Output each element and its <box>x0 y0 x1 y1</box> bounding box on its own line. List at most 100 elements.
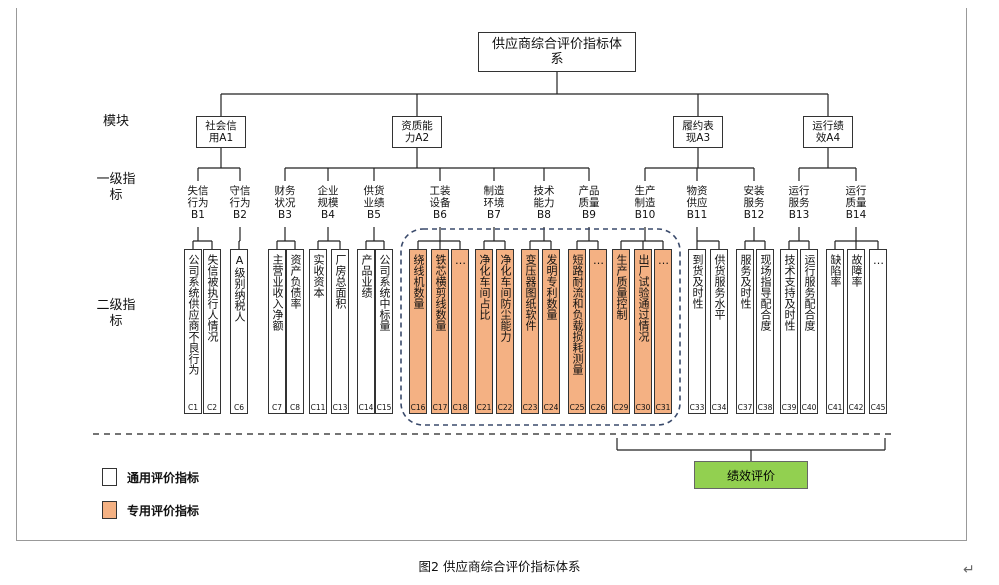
level2-text-c45: … <box>872 254 885 267</box>
figure-caption: 图2 供应商综合评价指标体系 <box>418 559 581 574</box>
level2-text-c8: 资产负债率 <box>289 254 302 309</box>
level2-node-c42: 故障率 C42 <box>847 249 865 414</box>
special-indicators-outline <box>400 228 681 426</box>
row-label-level1-text: 一级指标 <box>96 172 136 203</box>
level2-text-c18: … <box>454 254 467 267</box>
legend-general: 通用评价指标 <box>102 468 199 486</box>
level1-node-b7: 制造环境B7 <box>483 185 505 221</box>
legend-general-swatch <box>102 468 117 486</box>
level2-text-c42: 故障率 <box>850 254 863 287</box>
level2-text-c40: 运行服务配合度 <box>803 254 816 331</box>
level2-code-c34: C34 <box>711 403 727 412</box>
row-label-level2-text: 二级指标 <box>96 298 136 329</box>
legend-special-label: 专用评价指标 <box>127 503 200 518</box>
level1-node-b11: 物资供应B11 <box>686 185 708 221</box>
level2-code-c26: C26 <box>590 403 606 412</box>
level2-code-c6: C6 <box>233 403 244 412</box>
level2-node-c23: 变压器图纸软件 C23 <box>521 249 539 414</box>
legend-general-label: 通用评价指标 <box>127 470 200 485</box>
level2-code-c16: C16 <box>410 403 426 412</box>
level2-node-c1: 公司系统供应商不良行为 C1 <box>184 249 202 414</box>
level2-text-c33: 到货及时性 <box>691 254 704 309</box>
level2-node-c31: …C31 <box>654 249 672 414</box>
row-label-module-text: 模块 <box>102 113 129 129</box>
module-node-a3: 履约表现A3 <box>673 116 723 148</box>
level2-code-c24: C24 <box>543 403 559 412</box>
level2-code-c11: C11 <box>310 403 326 412</box>
level1-node-b9: 产品质量B9 <box>578 185 600 221</box>
module-node-a4: 运行绩效A4 <box>803 116 853 148</box>
level1-node-b13: 运行服务B13 <box>788 185 810 221</box>
level2-code-c38: C38 <box>757 403 773 412</box>
legend-special: 专用评价指标 <box>102 501 199 519</box>
level2-node-c6: A级别纳税人 C6 <box>230 249 248 414</box>
level2-code-c41: C41 <box>827 403 843 412</box>
level2-text-c6: A级别纳税人 <box>233 254 246 322</box>
level2-code-c33: C33 <box>689 403 705 412</box>
level2-node-c26: … C26 <box>589 249 607 414</box>
level2-node-c18: … C18 <box>451 249 469 414</box>
level2-code-c17: C17 <box>432 403 448 412</box>
level2-text-c7: 主营业收入净额 <box>271 254 284 331</box>
level2-node-c13: 厂房总面积 C13 <box>331 249 349 414</box>
level2-code-c40: C40 <box>801 403 817 412</box>
row-label-module: 模块 <box>78 104 154 134</box>
legend-special-swatch <box>102 501 117 519</box>
level2-text-c24: 发明专利数量 <box>545 254 558 320</box>
level2-text-c34: 供货服务水平 <box>713 254 726 320</box>
level2-code-c25: C25 <box>569 403 585 412</box>
module-node-a1: 社会信用A1 <box>196 116 246 148</box>
level2-code-c21: C21 <box>476 403 492 412</box>
level2-node-c22: 净化车间防尘能力 C22 <box>496 249 514 414</box>
level2-code-c18: C18 <box>452 403 468 412</box>
level2-text-c1: 公司系统供应商不良行为 <box>187 254 200 375</box>
level2-code-c7: C7 <box>271 403 282 412</box>
return-mark-icon: ↵ <box>963 562 975 578</box>
level2-code-c23: C23 <box>522 403 538 412</box>
level2-code-c29: C29 <box>613 403 629 412</box>
level2-text-c23: 变压器图纸软件 <box>524 254 537 331</box>
level2-text-c22: 净化车间防尘能力 <box>499 254 512 342</box>
module-node-a2: 资质能力A2 <box>392 116 442 148</box>
level1-node-b2: 守信行为B2 <box>229 185 251 221</box>
level2-code-c22: C22 <box>497 403 513 412</box>
level2-text-c39: 技术支持及时性 <box>783 254 796 331</box>
level2-code-c30: C30 <box>635 403 651 412</box>
level2-code-c39: C39 <box>781 403 797 412</box>
level1-node-b1: 失信行为B1 <box>187 185 209 221</box>
level2-text-c2: 失信被执行人情况 <box>206 254 219 342</box>
level2-text-c26: … <box>592 254 605 267</box>
level1-node-b3: 财务状况B3 <box>274 185 296 221</box>
level2-node-c39: 技术支持及时性 C39 <box>780 249 798 414</box>
level2-node-c33: 到货及时性 C33 <box>688 249 706 414</box>
level2-code-c1: C1 <box>187 403 198 412</box>
level2-code-c42: C42 <box>848 403 864 412</box>
level2-code-c45: C45 <box>870 403 886 412</box>
row-label-level2: 二级指标 <box>78 296 154 332</box>
level2-code-c13: C13 <box>332 403 348 412</box>
level2-node-c34: 供货服务水平 C34 <box>710 249 728 414</box>
level2-node-c24: 发明专利数量 C24 <box>542 249 560 414</box>
row-label-level1: 一级指标 <box>78 170 154 206</box>
level1-node-b14: 运行质量B14 <box>845 185 867 221</box>
level2-text-c37: 服务及时性 <box>739 254 752 309</box>
level2-code-c8: C8 <box>289 403 300 412</box>
level2-code-c31: C31 <box>655 403 671 412</box>
level1-node-b12: 安装服务B12 <box>743 185 765 221</box>
performance-evaluation-box: 绩效评价 <box>694 461 808 489</box>
level2-text-c13: 厂房总面积 <box>334 254 347 309</box>
level1-node-b5: 供货业绩B5 <box>363 185 385 221</box>
level2-code-c15: C15 <box>376 403 392 412</box>
